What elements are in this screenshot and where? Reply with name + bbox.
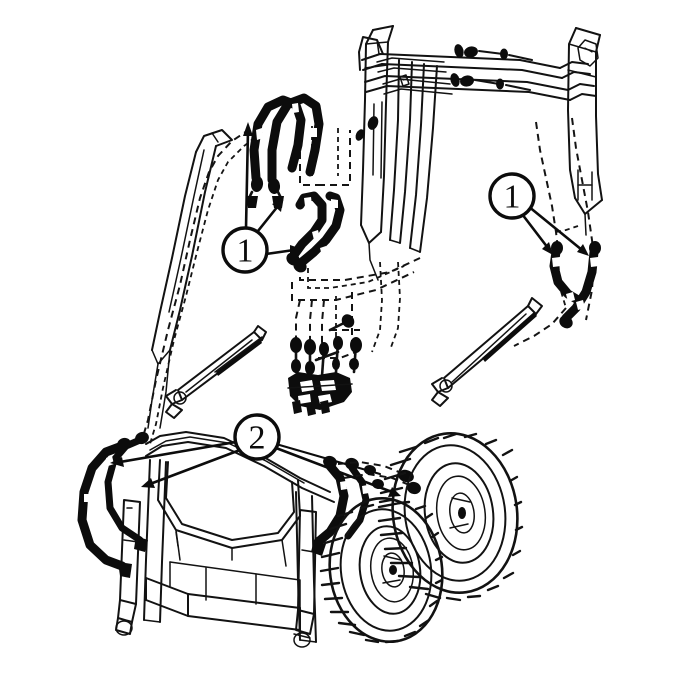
rear-tire (377, 432, 524, 602)
callout-1-left[interactable]: 1 (221, 226, 269, 274)
left-upper-hoses (246, 93, 324, 208)
right-lift-cylinder (431, 297, 543, 407)
callout-leaders (110, 122, 589, 497)
boom-assembly (358, 25, 603, 281)
left-lift-cylinder (165, 325, 267, 419)
callout-1-right-label: 1 (504, 179, 521, 216)
callout-2[interactable]: 2 (233, 413, 281, 461)
left-loader-arm (147, 129, 233, 429)
front-tire (319, 496, 444, 644)
hidden-hose-routing-upper (141, 117, 595, 445)
callout-2-label: 2 (249, 420, 266, 457)
control-valve-block (287, 314, 362, 416)
upper-hose-fittings (355, 44, 533, 141)
chassis-frame (115, 431, 335, 648)
callout-1-right[interactable]: 1 (488, 172, 536, 220)
callout-1-left-label: 1 (237, 233, 254, 270)
right-upper-hoses (549, 241, 601, 329)
middle-s-hoses (286, 191, 345, 273)
